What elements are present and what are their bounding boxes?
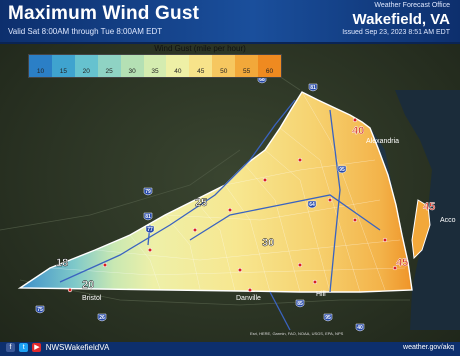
city-dot [352, 117, 358, 123]
i64-shield: 64 [307, 200, 317, 209]
legend-cell: 60 [258, 55, 281, 77]
city-dot [312, 279, 318, 285]
highway-label: 26 [99, 315, 105, 321]
gust-label-north-tip: 25 [195, 197, 207, 209]
legend-cell: 35 [143, 55, 167, 77]
i77-shield: 77 [145, 225, 155, 234]
city-dot [297, 157, 303, 163]
city-dot [192, 227, 198, 233]
i85-shield: 85 [295, 299, 305, 308]
highway-label: 95 [325, 315, 331, 321]
issued-time: Issued Sep 23, 2023 8:51 AM EDT [342, 29, 450, 36]
city-dot [102, 262, 108, 268]
virginia-gust-shading [17, 91, 413, 293]
city-dot [227, 207, 233, 213]
i95-north-shield: 95 [337, 165, 347, 174]
highway-label: 95 [339, 167, 345, 173]
place-bristol: Bristol [82, 295, 102, 302]
i26-shield: 26 [97, 313, 107, 322]
map-attribution: Esri, HERE, Garmin, FAO, NOAA, USGS, EPA… [250, 331, 344, 336]
office-name: Wakefield, VA [352, 11, 450, 28]
twitter-icon[interactable]: t [19, 343, 29, 353]
legend-cell: 55 [235, 55, 259, 77]
footer-bar: f t ▶ NWSWakefieldVA weather.gov/akq [0, 342, 460, 356]
atlantic-water [395, 90, 460, 330]
valid-period: Valid Sat 8:00AM through Tue 8:00AM EDT [8, 27, 163, 36]
facebook-icon[interactable]: f [6, 343, 15, 353]
legend-title: Wind Gust (mile per hour) [154, 44, 246, 53]
highway-label: 68 [259, 77, 265, 83]
highway-label: 75 [37, 307, 43, 313]
city-dot [237, 267, 243, 273]
gust-label-potomac: 40 [352, 125, 364, 137]
place-hill: Hill [316, 291, 326, 298]
legend-cell: 25 [97, 55, 121, 77]
legend-cell: 20 [74, 55, 98, 77]
legend-cell: 15 [51, 55, 75, 77]
gust-label-southwest: 20 [82, 279, 94, 291]
legend-cell: 30 [120, 55, 144, 77]
gust-label-eastern-shore: 45 [423, 201, 435, 213]
highway-label: 64 [309, 202, 315, 208]
city-dot [352, 217, 358, 223]
place-alexandria: Alexandria [366, 138, 399, 145]
legend-cell: 45 [189, 55, 213, 77]
i81-north-shield: 81 [308, 83, 318, 92]
highway-label: 77 [147, 227, 153, 233]
header-bar: Maximum Wind Gust Valid Sat 8:00AM throu… [0, 0, 460, 44]
i75-shield: 75 [35, 305, 45, 314]
office-label: Weather Forecast Office [374, 2, 450, 9]
legend-cell: 50 [212, 55, 236, 77]
highway-label: 81 [145, 214, 151, 220]
city-dot [67, 287, 73, 293]
gust-label-central: 30 [262, 237, 274, 249]
highway-label: 85 [297, 301, 303, 307]
highway-label: 81 [310, 85, 316, 91]
county-lines [49, 91, 406, 293]
map-title: Maximum Wind Gust [8, 3, 200, 24]
place-acco: Acco [440, 217, 456, 224]
interstate-lines [59, 99, 381, 331]
i79-shield: 79 [143, 187, 153, 196]
website-link[interactable]: weather.gov/akq [403, 344, 454, 351]
city-dot [392, 265, 398, 271]
i81-south-shield: 81 [143, 212, 153, 221]
highway-label: 40 [357, 325, 363, 331]
city-dot [382, 237, 388, 243]
highway-label: 79 [145, 189, 151, 195]
city-dot [327, 197, 333, 203]
i40-shield: 40 [355, 323, 365, 332]
social-links: f t ▶ NWSWakefieldVA [6, 343, 110, 353]
place-danville: Danville [236, 295, 261, 302]
legend-cell: 10 [29, 55, 52, 77]
i95-south-shield: 95 [323, 313, 333, 322]
legend-cell: 40 [166, 55, 190, 77]
youtube-icon[interactable]: ▶ [32, 343, 42, 353]
city-dot [297, 262, 303, 268]
eastern-shore-shading [411, 199, 431, 260]
city-dot [247, 287, 253, 293]
gust-label-far-west: 18 [56, 257, 68, 269]
social-handle[interactable]: NWSWakefieldVA [45, 343, 110, 352]
city-dot [147, 247, 153, 253]
city-dot [262, 177, 268, 183]
city-markers [67, 117, 398, 293]
gust-label-norfolk-area: 45 [396, 257, 408, 269]
